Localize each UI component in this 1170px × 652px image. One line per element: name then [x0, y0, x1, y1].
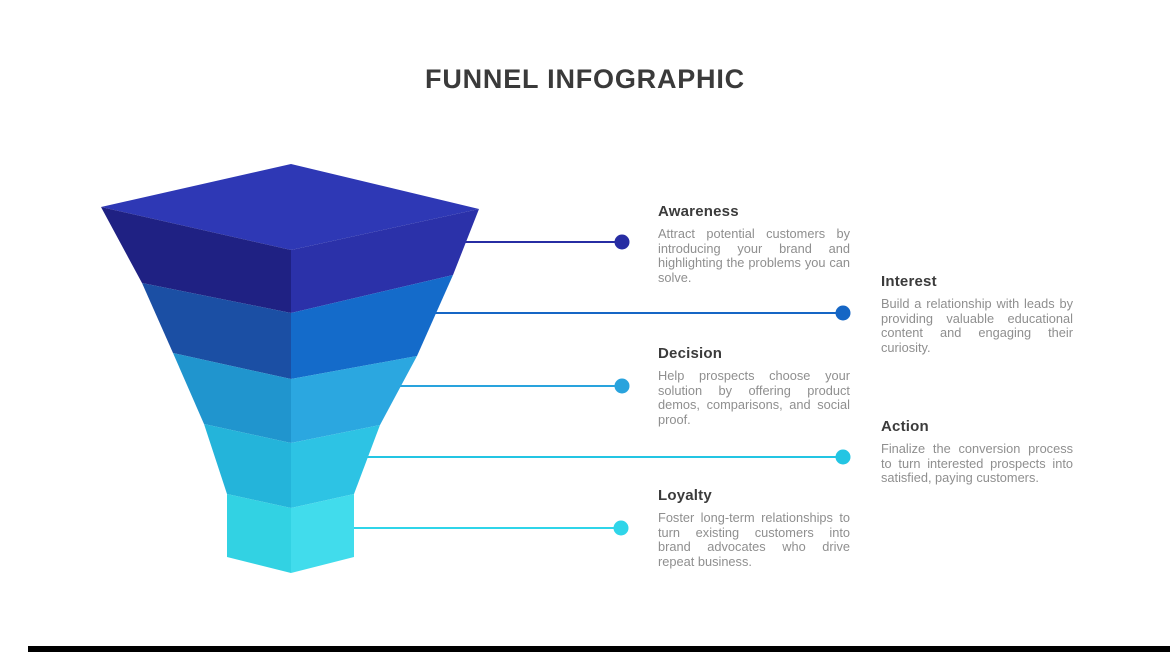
connector-dot-interest	[835, 305, 851, 321]
funnel-top-face	[101, 164, 479, 250]
funnel-decision-right-face	[291, 356, 417, 443]
stage-description-awareness: Attract potential customers by introduci…	[658, 226, 850, 285]
stage-title-loyalty: Loyalty	[658, 487, 712, 504]
funnel-decision-left-face	[173, 353, 291, 443]
funnel-interest-left-face	[142, 283, 291, 379]
stage-title-interest: Interest	[881, 273, 937, 290]
stage-block-interest: Interest Build a relationship with leads…	[881, 272, 1073, 355]
stage-block-loyalty: Loyalty Foster long-term relationships t…	[658, 486, 850, 569]
funnel-awareness-left-face	[101, 207, 291, 313]
stage-block-awareness: Awareness Attract potential customers by…	[658, 202, 850, 285]
funnel-awareness-right-face	[291, 209, 479, 313]
footer-accent-bar	[28, 646, 1170, 652]
connector-dot-loyalty	[613, 520, 629, 536]
stage-description-interest: Build a relationship with leads by provi…	[881, 296, 1073, 355]
funnel-loyalty-left-face	[227, 494, 291, 573]
stage-title-action: Action	[881, 418, 929, 435]
stage-block-decision: Decision Help prospects choose your solu…	[658, 344, 850, 427]
stage-block-action: Action Finalize the conversion process t…	[881, 417, 1073, 486]
connector-dot-action	[835, 449, 851, 465]
connector-dot-awareness	[614, 234, 630, 250]
stage-description-decision: Help prospects choose your solution by o…	[658, 368, 850, 427]
funnel-interest-right-face	[291, 275, 453, 379]
stage-description-action: Finalize the conversion process to turn …	[881, 441, 1073, 486]
connector-dot-decision	[614, 378, 630, 394]
stage-title-decision: Decision	[658, 345, 723, 362]
page-title: FUNNEL INFOGRAPHIC	[425, 64, 745, 94]
funnel-action-right-face	[291, 425, 380, 508]
stage-description-loyalty: Foster long-term relationships to turn e…	[658, 510, 850, 569]
funnel-action-left-face	[204, 424, 291, 508]
stage-title-awareness: Awareness	[658, 203, 739, 220]
funnel-loyalty-right-face	[291, 494, 354, 573]
